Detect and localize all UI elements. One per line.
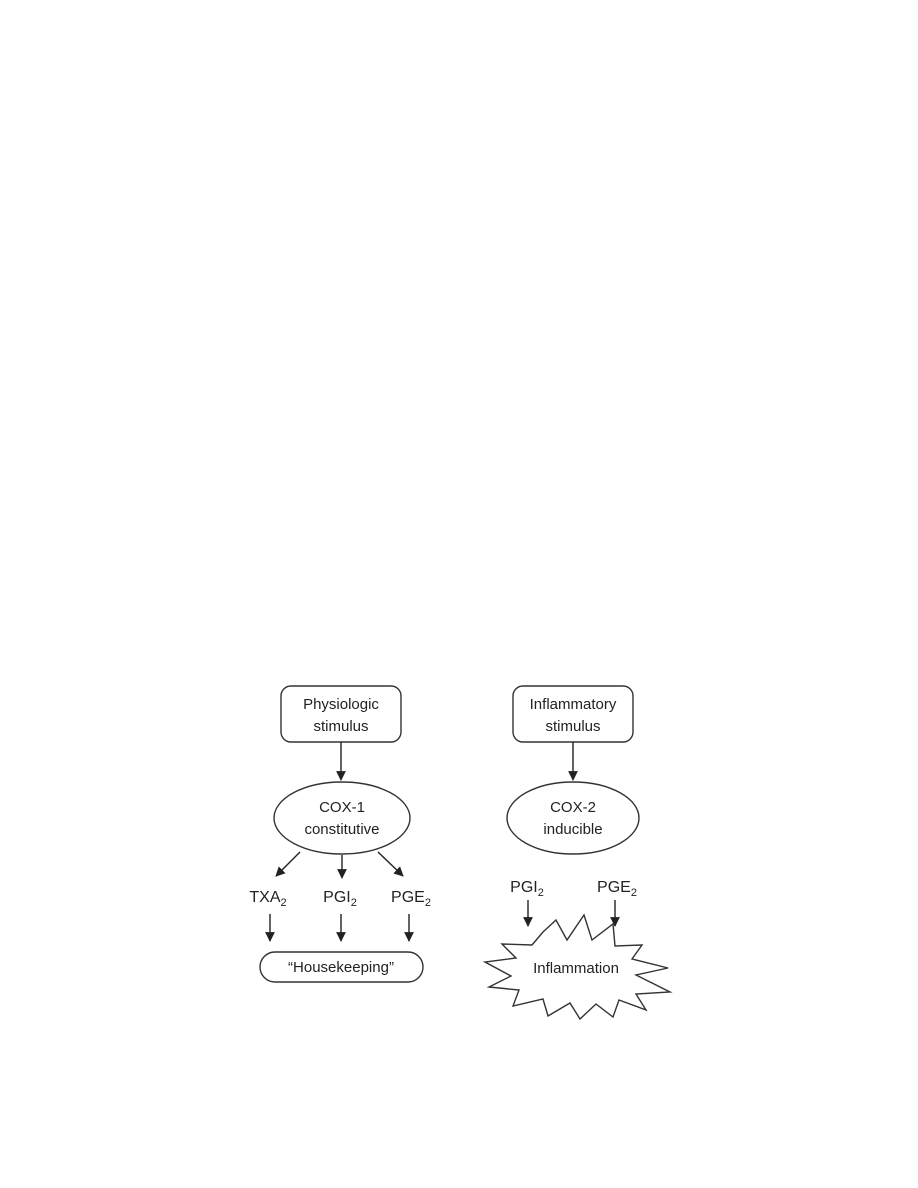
right-pathway: Inflammatory stimulus COX-2 inducible PG… [482, 685, 673, 1021]
cox2-sublabel: inducible [543, 821, 602, 838]
housekeeping-label: “Housekeeping” [288, 959, 394, 976]
physiologic-stimulus-box: Physiologic stimulus [280, 685, 402, 743]
pge2-label-right: PGE2 [597, 879, 637, 899]
cox1-label: COX-1 [319, 799, 365, 816]
housekeeping-box: “Housekeeping” [259, 951, 424, 983]
pgi2-label-right: PGI2 [510, 879, 544, 899]
left-pathway: Physiologic stimulus COX-1 constitutive … [249, 685, 431, 983]
inflammation-starburst-shape [482, 913, 673, 1021]
inflammation-burst: Inflammation [482, 913, 673, 1021]
cox1-sublabel: constitutive [304, 821, 379, 838]
physiologic-stimulus-line1: Physiologic [303, 696, 379, 713]
inflammatory-stimulus-line1: Inflammatory [530, 696, 617, 713]
inflammation-label: Inflammation [533, 960, 619, 977]
physiologic-stimulus-line2: stimulus [313, 718, 368, 735]
inflammatory-stimulus-box: Inflammatory stimulus [512, 685, 634, 743]
arrow-cox1-to-txa2 [275, 851, 301, 877]
pgi2-label-left: PGI2 [323, 889, 357, 909]
pge2-label-left: PGE2 [391, 889, 431, 909]
cox2-label: COX-2 [550, 799, 596, 816]
cox2-ellipse: COX-2 inducible [506, 781, 640, 855]
txa2-label: TXA2 [249, 889, 286, 909]
arrow-cox1-to-pge2 [377, 851, 404, 877]
cox1-ellipse: COX-1 constitutive [273, 781, 411, 855]
inflammatory-stimulus-line2: stimulus [545, 718, 600, 735]
